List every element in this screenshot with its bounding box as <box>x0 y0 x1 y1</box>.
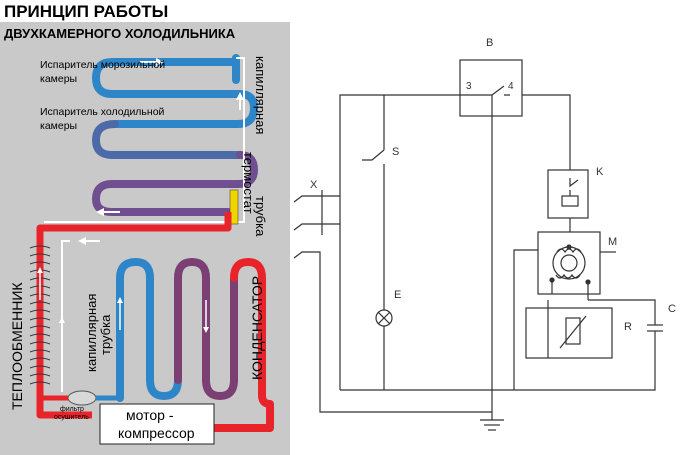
filter-drier <box>67 390 97 406</box>
label-b: В <box>486 37 493 49</box>
motor-label1: мотор - <box>126 407 174 423</box>
fridge-evaporator-label2: камеры <box>40 120 77 132</box>
label-k: K <box>596 166 604 178</box>
wire-top-left <box>339 94 460 390</box>
label-s: S <box>392 146 399 158</box>
electrical-schematic: В 3 4 S E X <box>293 37 676 431</box>
panel-title-line2: ДВУХКАМЕРНОГО ХОЛОДИЛЬНИКА <box>4 26 236 41</box>
fridge-evaporator-coil <box>91 120 244 159</box>
pin-4: 4 <box>508 81 514 92</box>
motor-label2: компрессор <box>118 425 195 441</box>
capillary-tube-top-label2: трубка <box>253 196 268 237</box>
relay-k <box>547 169 589 219</box>
wire-top-right <box>522 94 571 170</box>
capillary-tube-top-label1: капиллярная <box>253 56 268 134</box>
thermostat-switch <box>478 85 510 96</box>
refrigeration-cycle-panel: ПРИНЦИП РАБОТЫ ДВУХКАМЕРНОГО ХОЛОДИЛЬНИК… <box>0 2 290 455</box>
label-x: X <box>310 179 318 191</box>
freezer-evaporator-label2: камеры <box>40 73 77 85</box>
motor-m <box>537 231 601 295</box>
capacitor-c <box>647 324 663 332</box>
relay-block-r <box>525 307 613 359</box>
ground-symbol <box>480 419 504 431</box>
condenser-label: КОНДЕНСАТОР <box>249 276 265 380</box>
label-c: C <box>668 303 676 315</box>
fridge-evaporator-coil-lower <box>91 151 259 216</box>
filter-label2: осушитель <box>54 414 89 421</box>
label-m: M <box>608 236 617 248</box>
panel-title-line1: ПРИНЦИП РАБОТЫ <box>4 2 168 21</box>
capillary-tube-bottom-label2: трубка <box>98 314 113 355</box>
freezer-evaporator-label1: Испаритель морозильной <box>40 59 165 71</box>
fridge-evaporator-label1: Испаритель холодильной <box>40 106 165 118</box>
label-e: E <box>394 289 401 301</box>
label-r: R <box>624 321 632 333</box>
heat-exchanger-label: ТЕПЛООБМЕННИК <box>9 282 25 410</box>
suction-line <box>36 212 232 419</box>
plug-x <box>293 190 492 413</box>
filter-label1: фильтр <box>60 406 84 413</box>
thermostat-sensor <box>229 189 239 225</box>
wire-motor-left <box>513 249 538 390</box>
freezer-evaporator-coil <box>91 58 259 128</box>
motor-compressor <box>99 403 215 445</box>
capillary-tube-bottom-label1: капиллярная <box>84 294 99 372</box>
thermostat-label: термостат <box>241 152 256 214</box>
thermostat-block-b <box>459 59 523 117</box>
door-switch-s <box>362 149 385 166</box>
condenser-coil <box>116 257 182 402</box>
capillary-tube-top <box>44 57 245 223</box>
condenser-coil-hot <box>208 258 274 432</box>
pin-3: 3 <box>466 81 472 92</box>
